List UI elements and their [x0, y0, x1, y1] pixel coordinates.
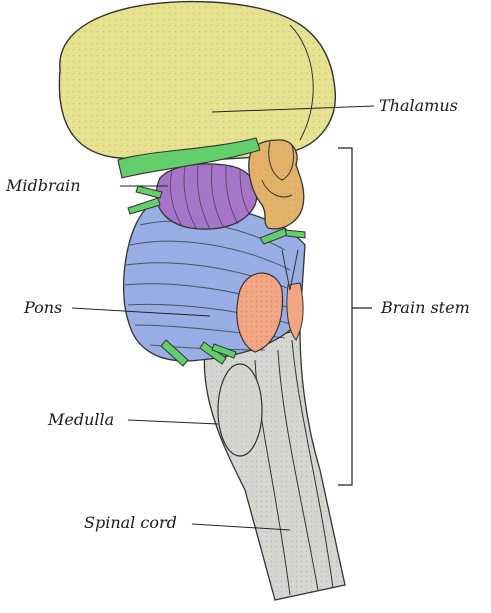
- spinal-cord-leader: [191, 523, 291, 531]
- leader-lines: [71, 105, 375, 531]
- medulla-leader: [127, 419, 219, 425]
- nerves-shape: [117, 137, 306, 367]
- medulla-label: Medulla: [48, 410, 115, 429]
- thalamus-label: Thalamus: [379, 96, 458, 115]
- pons-label: Pons: [24, 298, 63, 317]
- thalamus-shape: [248, 139, 305, 230]
- spinal-cord-label: Spinal cord: [84, 513, 177, 532]
- cerebrum-shape: [58, 0, 336, 161]
- medulla-olive-shape: [217, 363, 263, 457]
- midbrain-label: Midbrain: [6, 176, 81, 195]
- pons-tract-shape: [236, 249, 304, 353]
- pons-leader: [71, 307, 211, 317]
- brain-stem-bracket: [338, 147, 372, 486]
- spinal-cord-shape: [203, 329, 346, 601]
- thalamus-leader: [211, 105, 375, 113]
- midbrain-shape: [155, 163, 258, 230]
- brain-stem-label: Brain stem: [381, 298, 470, 317]
